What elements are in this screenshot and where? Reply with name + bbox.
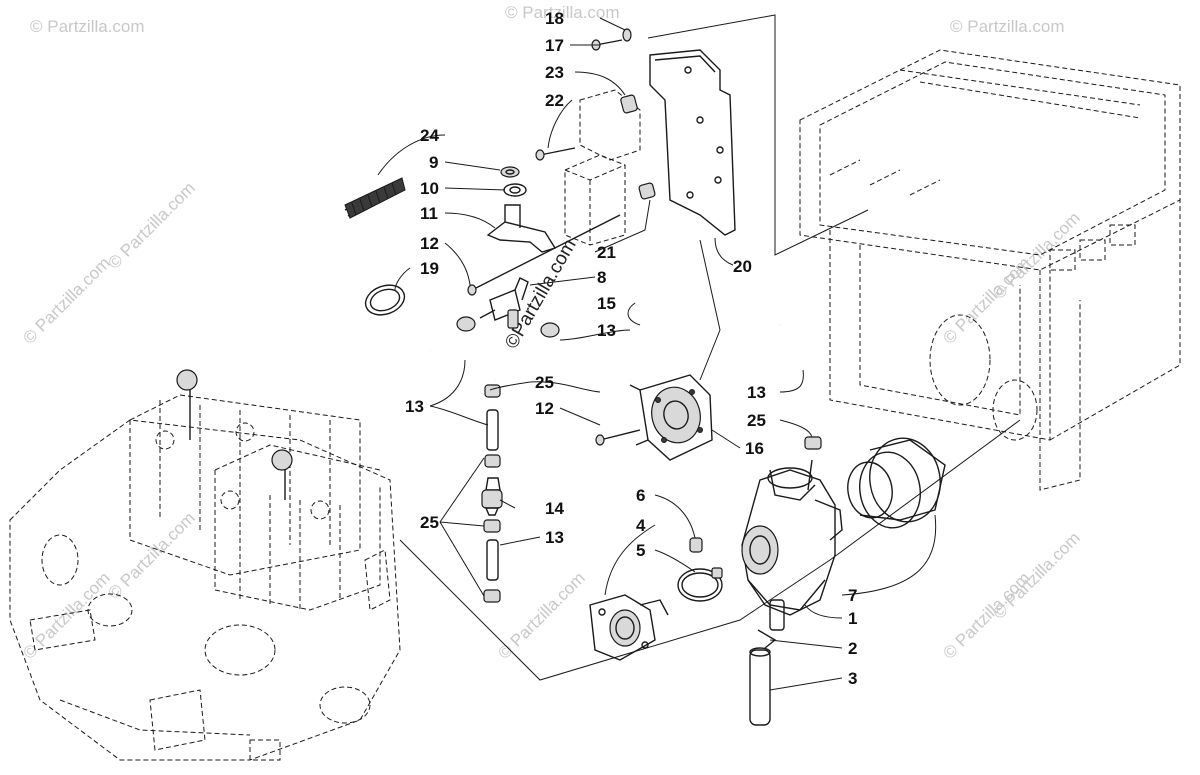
watermark-text: © Partzilla.com bbox=[30, 17, 145, 36]
fuel-hoses bbox=[425, 316, 822, 603]
callout-10: 10 bbox=[420, 179, 439, 198]
callout-21: 21 bbox=[597, 243, 616, 262]
callout-4: 4 bbox=[636, 516, 646, 535]
watermark-text: © Partzilla.com bbox=[989, 208, 1083, 302]
fuel-pump-illustration bbox=[595, 374, 713, 461]
callout-17: 17 bbox=[545, 36, 564, 55]
watermark-text: © Partzilla.com bbox=[19, 253, 113, 347]
callout-23: 23 bbox=[545, 63, 564, 82]
callout-9: 9 bbox=[429, 153, 438, 172]
callout-2: 2 bbox=[848, 639, 857, 658]
callout-24: 24 bbox=[420, 126, 439, 145]
drain-tube-illustration bbox=[749, 629, 777, 726]
watermark-text: © Partzilla.com bbox=[19, 568, 113, 662]
callout-1: 1 bbox=[848, 609, 857, 628]
callout-13: 13 bbox=[405, 397, 424, 416]
fuel-valve-illustration bbox=[479, 277, 529, 329]
relay-box-illustration bbox=[564, 89, 641, 246]
clamp-illustration bbox=[364, 284, 406, 316]
callout-13: 13 bbox=[747, 383, 766, 402]
fuel-filter-illustration bbox=[481, 477, 503, 516]
watermark-center-text: ©Partzilla.com bbox=[501, 236, 581, 353]
callout-14: 14 bbox=[545, 499, 564, 518]
callout-3: 3 bbox=[848, 669, 857, 688]
callout-16: 16 bbox=[745, 439, 764, 458]
leader-lines bbox=[377, 14, 1021, 691]
watermark-text: © Partzilla.com bbox=[950, 17, 1065, 36]
callout-6: 6 bbox=[636, 486, 645, 505]
callout-5: 5 bbox=[636, 541, 645, 560]
callout-8: 8 bbox=[597, 268, 606, 287]
callout-12: 12 bbox=[420, 234, 439, 253]
callout-25: 25 bbox=[535, 373, 554, 392]
intake-flange-illustration bbox=[589, 537, 723, 661]
mounting-bracket-illustration bbox=[649, 49, 736, 236]
callout-labels: 18 17 23 22 24 9 10 11 12 19 21 8 15 13 … bbox=[405, 9, 857, 688]
carburetor-illustration bbox=[741, 459, 843, 631]
airbox-illustration bbox=[799, 49, 1181, 491]
callout-15: 15 bbox=[597, 294, 616, 313]
callout-11: 11 bbox=[420, 204, 438, 223]
callout-25: 25 bbox=[420, 513, 439, 532]
callout-13: 13 bbox=[545, 528, 564, 547]
callout-12: 12 bbox=[535, 399, 554, 418]
watermark-text: © Partzilla.com bbox=[989, 528, 1083, 622]
callout-25: 25 bbox=[747, 411, 766, 430]
intake-boot-illustration bbox=[847, 437, 946, 529]
watermark-text: © Partzilla.com bbox=[104, 508, 198, 602]
callout-22: 22 bbox=[545, 91, 564, 110]
fasteners bbox=[535, 28, 656, 200]
callout-13: 13 bbox=[597, 321, 616, 340]
watermark-text: © Partzilla.com bbox=[104, 178, 198, 272]
callout-18: 18 bbox=[545, 9, 564, 28]
watermark-text: © Partzilla.com bbox=[505, 3, 620, 22]
callout-7: 7 bbox=[848, 586, 857, 605]
spring-illustration bbox=[344, 177, 406, 219]
callout-19: 19 bbox=[420, 259, 439, 278]
fuel-valve-bracket-illustration bbox=[467, 166, 621, 296]
callout-20: 20 bbox=[733, 257, 752, 276]
engine-illustration bbox=[9, 369, 401, 761]
